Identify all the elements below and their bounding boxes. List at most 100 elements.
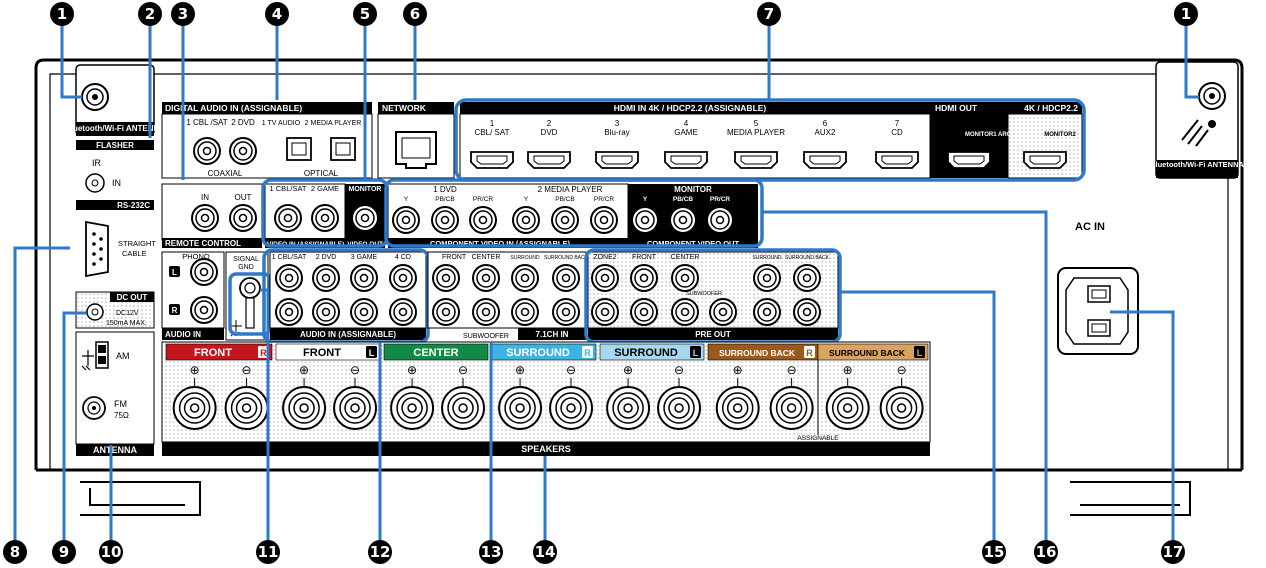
hdmi-in-6-port[interactable] <box>803 151 847 169</box>
ch71-surround-l[interactable] <box>511 264 539 292</box>
hdmi-in-1-name: CBL/ SAT <box>475 128 510 137</box>
speaker-terminal-minus-4[interactable] <box>549 386 594 430</box>
hdmi-in-1-port[interactable] <box>470 151 514 169</box>
speaker-band-5 <box>599 343 705 361</box>
remote-in-jack[interactable] <box>191 204 219 232</box>
ch71-sb-r[interactable] <box>552 298 580 326</box>
digital-audio-title: DIGITAL AUDIO IN (ASSIGNABLE) <box>165 103 302 113</box>
comp-jack-8[interactable] <box>669 206 697 234</box>
speaker-terminal-plus-1[interactable] <box>172 386 217 430</box>
bt-antenna-label: Bluetooth/Wi-Fi ANTENNA <box>65 124 165 133</box>
audio-assign-2-l-jack[interactable] <box>312 264 340 292</box>
speaker-band-label-2: FRONT <box>303 347 341 359</box>
speaker-plus-1: ⊕ <box>190 363 200 377</box>
speaker-terminal-plus-3[interactable] <box>390 386 435 430</box>
hdmi-in-3-number: 3 <box>615 119 620 128</box>
monitor1-label: MONITOR1 ARC <box>965 132 1012 138</box>
audio-assign-3-l-jack[interactable] <box>350 264 378 292</box>
comp-jack-2[interactable] <box>431 206 459 234</box>
audio-assign-2-r-jack[interactable] <box>312 298 340 326</box>
phono-l-jack[interactable] <box>190 258 218 286</box>
ethernet-port[interactable] <box>395 131 437 169</box>
video-out-monitor-label: MONITOR <box>349 186 382 193</box>
comp-jack-4[interactable] <box>512 206 540 234</box>
ac-in-label: AC IN <box>1075 221 1105 233</box>
hdmi-in-7-port[interactable] <box>875 151 919 169</box>
preout-center[interactable] <box>671 264 699 292</box>
hdmi-out-monitor2[interactable] <box>1023 151 1067 169</box>
callout-10-number: 9 <box>59 543 69 561</box>
ch71-center[interactable] <box>472 264 500 292</box>
speaker-minus-5: ⊖ <box>674 363 684 377</box>
comp-jack-7[interactable] <box>631 206 659 234</box>
audio-assign-4-r-jack[interactable] <box>389 298 417 326</box>
speaker-terminal-plus-2[interactable] <box>282 386 327 430</box>
preout-front-r[interactable] <box>630 298 658 326</box>
preout-sb-r[interactable] <box>793 298 821 326</box>
remote-control-title: REMOTE CONTROL <box>165 239 241 248</box>
video-out-jack[interactable] <box>351 204 379 232</box>
audio-assign-4-l-jack[interactable] <box>389 264 417 292</box>
speaker-terminal-minus-3[interactable] <box>441 386 486 430</box>
audio-assign-1-r-jack[interactable] <box>275 298 303 326</box>
ch71-subwoofer[interactable] <box>472 298 500 326</box>
phono-l-label: L <box>172 268 177 277</box>
preout-sub2[interactable] <box>709 298 737 326</box>
comp-jack-3[interactable] <box>469 206 497 234</box>
hdmi-in-2-port[interactable] <box>527 151 571 169</box>
callout-17-circle <box>1034 540 1058 564</box>
optical-1-jack[interactable] <box>286 137 312 161</box>
optical-2-jack[interactable] <box>330 137 356 161</box>
speaker-terminal-plus-7[interactable] <box>825 386 870 430</box>
hdmi-in-3-port[interactable] <box>595 151 639 169</box>
preout-surround-r[interactable] <box>753 298 781 326</box>
video-in-2-jack[interactable] <box>311 204 339 232</box>
callout-10-circle <box>52 540 76 564</box>
callout-7-number: 7 <box>764 5 774 23</box>
preout-zone2-r[interactable] <box>591 298 619 326</box>
ch71-sb-l[interactable] <box>552 264 580 292</box>
speaker-minus-2: ⊖ <box>350 363 360 377</box>
speakers-title: SPEAKERS <box>521 444 571 454</box>
comp-jack-6[interactable] <box>590 206 618 234</box>
hdmi-in-4-port[interactable] <box>664 151 708 169</box>
hdmi-out-monitor1[interactable] <box>947 151 991 169</box>
ir-label: IR <box>92 158 102 168</box>
speaker-terminal-minus-1[interactable] <box>224 386 269 430</box>
callout-5-number: 5 <box>360 5 370 23</box>
ch71-surround-r[interactable] <box>511 298 539 326</box>
ch71-front-l[interactable] <box>432 264 460 292</box>
speaker-terminal-minus-7[interactable] <box>879 386 924 430</box>
preout-sb-l[interactable] <box>793 264 821 292</box>
hdmi-in-4-number: 4 <box>684 119 689 128</box>
coax-1-jack[interactable] <box>193 137 221 165</box>
phono-label: PHONO <box>182 252 210 261</box>
speaker-terminal-plus-5[interactable] <box>606 386 651 430</box>
phono-r-jack[interactable] <box>190 296 218 324</box>
speaker-terminal-plus-6[interactable] <box>715 386 760 430</box>
remote-out-jack[interactable] <box>229 204 257 232</box>
coax-2-jack[interactable] <box>229 137 257 165</box>
callout-3-circle <box>171 2 195 26</box>
speaker-side-label-7: L <box>917 348 923 358</box>
preout-surround-l[interactable] <box>753 264 781 292</box>
comp-jack-5[interactable] <box>551 206 579 234</box>
preout-sub1[interactable] <box>671 298 699 326</box>
optical-label: OPTICAL <box>304 169 339 178</box>
audio-assign-1-l-jack[interactable] <box>275 264 303 292</box>
rs232c-port[interactable] <box>85 220 109 278</box>
speaker-terminal-plus-4[interactable] <box>498 386 543 430</box>
speaker-terminal-minus-2[interactable] <box>333 386 378 430</box>
comp-jack-1[interactable] <box>392 206 420 234</box>
antenna-label: ANTENNA <box>93 445 137 455</box>
speaker-terminal-minus-5[interactable] <box>657 386 702 430</box>
speaker-terminal-minus-6[interactable] <box>769 386 814 430</box>
ch71-front-r[interactable] <box>432 298 460 326</box>
audio-assign-3-r-jack[interactable] <box>350 298 378 326</box>
preout-front-l[interactable] <box>630 264 658 292</box>
hdmi-in-5-port[interactable] <box>734 151 778 169</box>
comp-jack-9[interactable] <box>706 206 734 234</box>
preout-zone2-l[interactable] <box>591 264 619 292</box>
video-in-1-jack[interactable] <box>274 204 302 232</box>
